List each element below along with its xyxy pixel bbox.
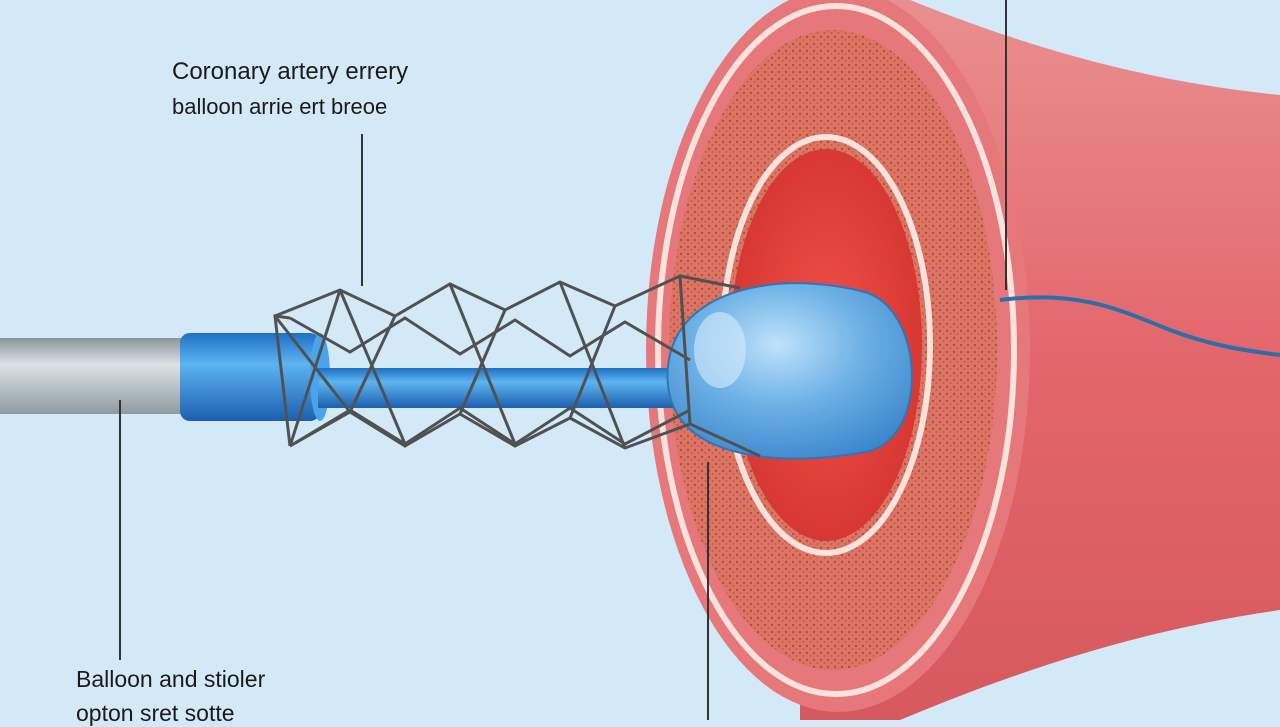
guidewire: [999, 295, 1280, 357]
stent: [273, 274, 761, 458]
label-balloon-top: balloon arrie ert breoe: [172, 94, 388, 119]
label-coronary-artery: Coronary artery errery: [172, 58, 409, 85]
balloon-shaft: [318, 368, 708, 408]
label-balloon-stent: Balloon and stioler: [76, 666, 266, 692]
catheter-sheath: [0, 338, 205, 414]
label-balloon-stent-sub: opton sret sotte: [76, 700, 235, 726]
